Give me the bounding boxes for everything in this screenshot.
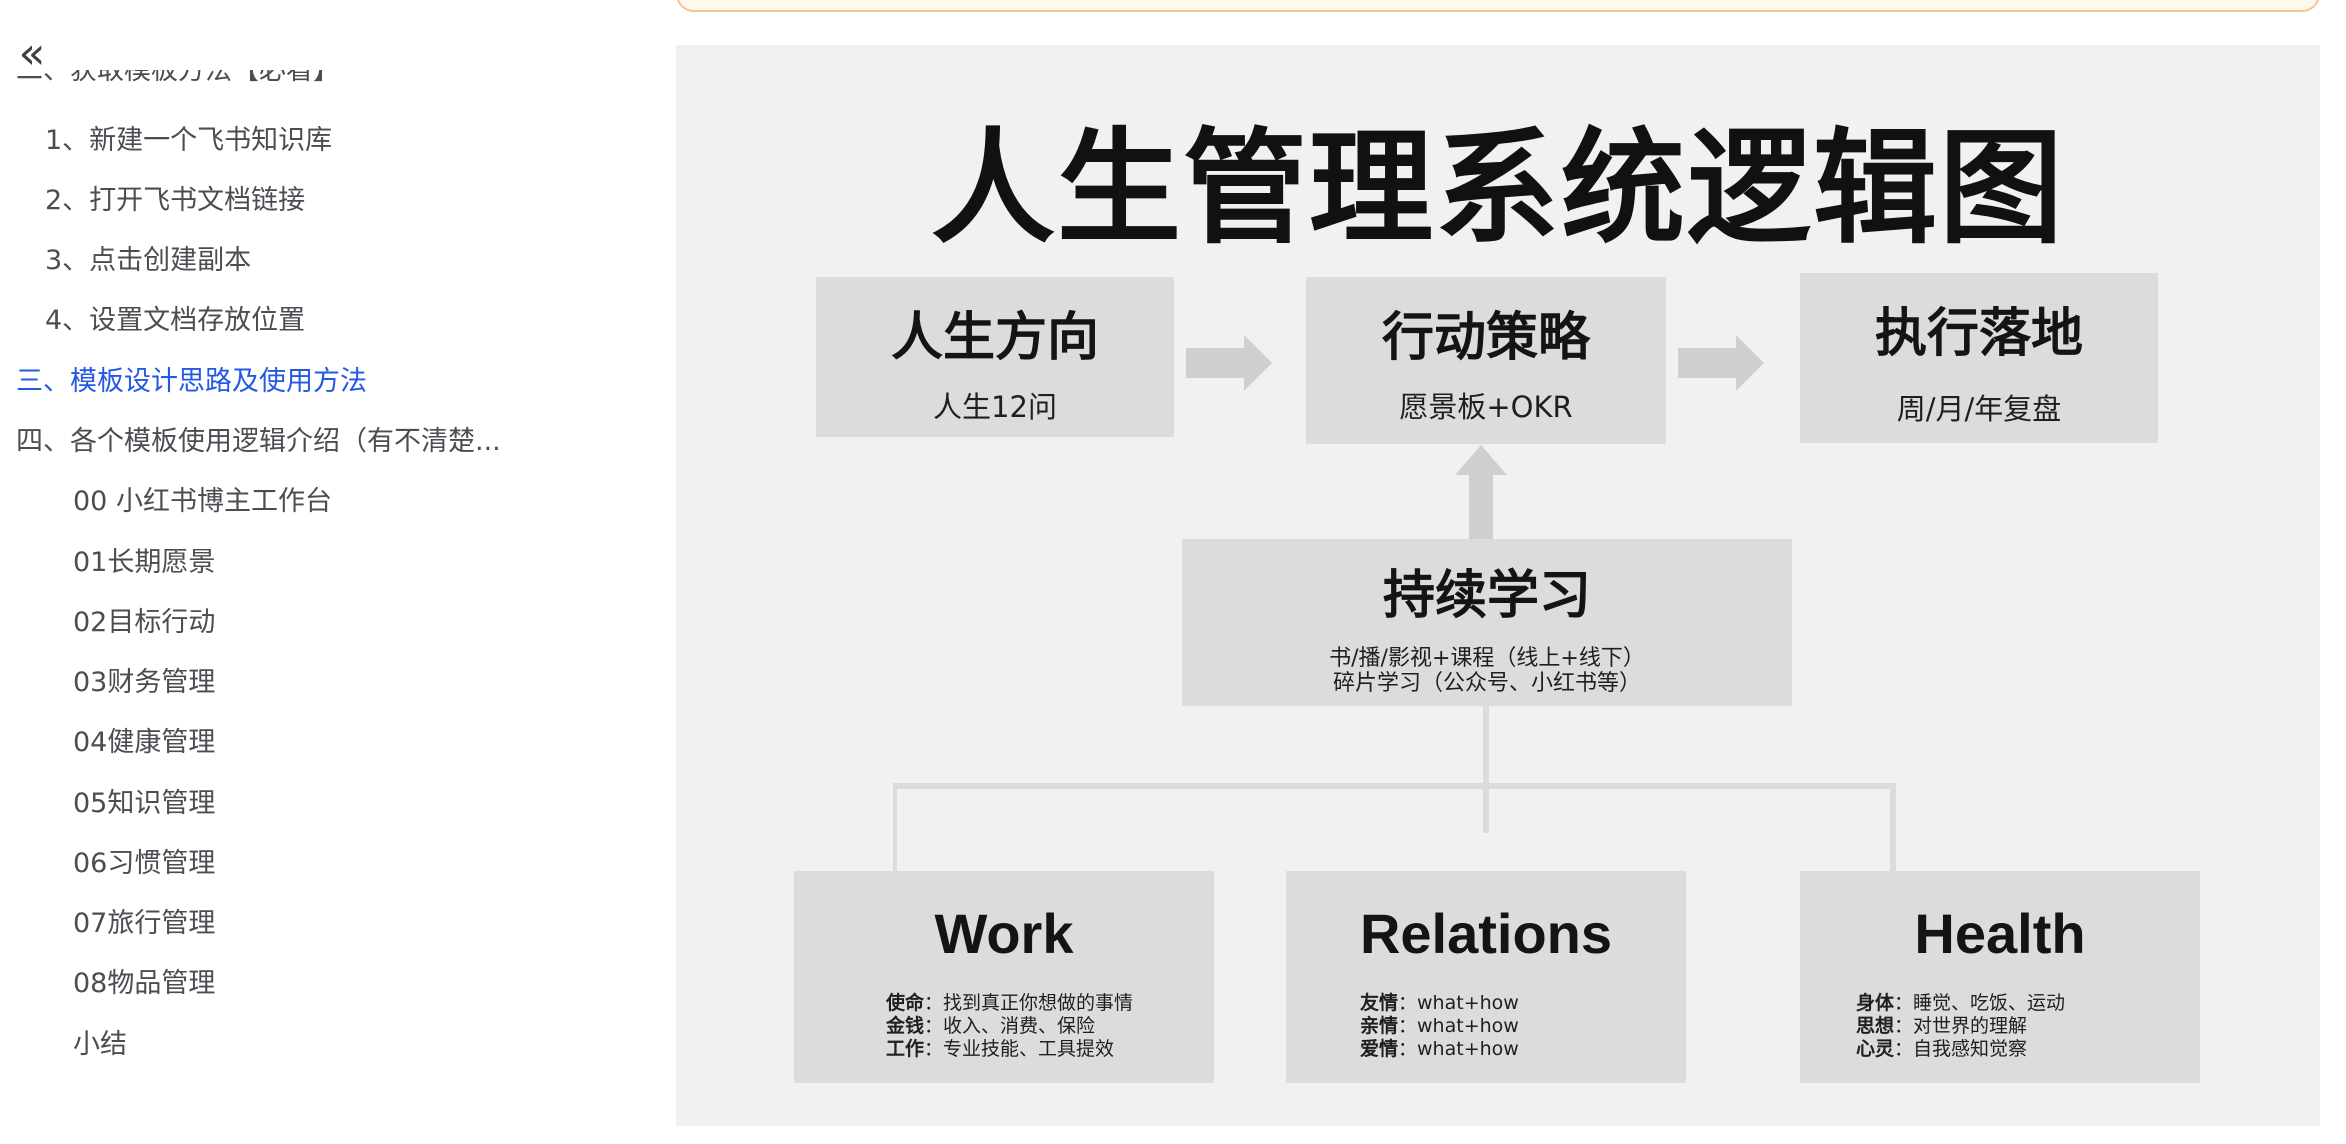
toc-item-xhs-workbench[interactable]: 00 小红书博主工作台 [73,486,332,517]
toc-item-goal-action[interactable]: 02目标行动 [73,607,216,638]
double-chevron-left-icon: « [18,28,46,79]
box-title: 行动策略 [1381,308,1590,368]
arrow-right-icon [1678,335,1764,391]
toc-item-knowledge[interactable]: 05知识管理 [73,788,216,819]
toc-item-create-copy[interactable]: 3、点击创建副本 [45,245,252,276]
life-management-diagram[interactable]: 人生管理系统逻辑图 人生方向 人生12问 行动策略 愿景板+OKR 执行落地 周… [676,45,2320,1126]
arrow-up-down-icon [1455,445,1507,569]
diagram-title: 人生管理系统逻辑图 [930,117,2065,261]
callout-block [676,0,2320,12]
box-title: 持续学习 [1382,566,1591,626]
box-continuous-learning: 持续学习 书/播/影视+课程（线上+线下） 碎片学习（公众号、小红书等） [1182,539,1792,706]
connector-line [893,783,897,877]
box-execution: 执行落地 周/月/年复盘 [1800,273,2158,443]
toc-item-open-doc-link[interactable]: 2、打开飞书文档链接 [45,185,306,216]
toc-item-health[interactable]: 04健康管理 [73,727,216,758]
connector-line [1483,705,1489,833]
box-title: Health [1914,902,2086,965]
box-title: Work [934,902,1074,965]
toc-item-finance[interactable]: 03财务管理 [73,667,216,698]
box-title: Relations [1359,902,1613,965]
toc-item-clipped[interactable]: 二、获取模板方法【必看】 [16,70,340,86]
box-subtitle: 书/播/影视+课程（线上+线下） 碎片学习（公众号、小红书等） [1329,646,1645,696]
box-list: 身体：睡觉、吃饭、运动 思想：对世界的理解 心灵：自我感知觉察 [1856,992,2066,1060]
arrow-right-icon [1186,335,1272,391]
box-title: 人生方向 [890,308,1099,368]
box-list: 友情：what+how 亲情：what+how 爱情：what+how [1360,992,1519,1060]
diagram-arrows [1186,335,1764,569]
toc-item-new-knowledge-base[interactable]: 1、新建一个飞书知识库 [45,125,333,156]
box-subtitle: 人生12问 [933,390,1057,424]
box-title: 执行落地 [1874,304,2083,364]
toc-item-travel[interactable]: 07旅行管理 [73,908,216,939]
toc-item-long-term-vision[interactable]: 01长期愿景 [73,547,216,578]
box-work: Work 使命：找到真正你想做的事情 金钱：收入、消费、保险 工作：专业技能、工… [794,871,1214,1083]
toc-item-summary[interactable]: 小结 [73,1029,127,1060]
table-of-contents: « 二、获取模板方法【必看】 1、新建一个飞书知识库 2、打开飞书文档链接 3、… [0,0,640,1144]
box-life-direction: 人生方向 人生12问 [816,277,1174,437]
box-action-strategy: 行动策略 愿景板+OKR [1306,277,1666,444]
box-subtitle: 周/月/年复盘 [1896,392,2062,426]
collapse-sidebar-button[interactable]: « [12,28,52,79]
box-relations: Relations 友情：what+how 亲情：what+how 爱情：wha… [1286,871,1686,1083]
toc-item-habit[interactable]: 06习惯管理 [73,848,216,879]
connector-line [1890,783,1896,877]
toc-item-template-design[interactable]: 三、模板设计思路及使用方法 [16,366,367,397]
box-health: Health 身体：睡觉、吃饭、运动 思想：对世界的理解 心灵：自我感知觉察 [1800,871,2200,1083]
box-list: 使命：找到真正你想做的事情 金钱：收入、消费、保险 工作：专业技能、工具提效 [886,992,1134,1060]
toc-item-template-logic[interactable]: 四、各个模板使用逻辑介绍（有不清楚... [16,426,501,457]
toc-item-items[interactable]: 08物品管理 [73,968,216,999]
toc-item-set-location[interactable]: 4、设置文档存放位置 [45,305,306,336]
box-subtitle: 愿景板+OKR [1399,390,1573,424]
connector-line [893,783,1896,789]
